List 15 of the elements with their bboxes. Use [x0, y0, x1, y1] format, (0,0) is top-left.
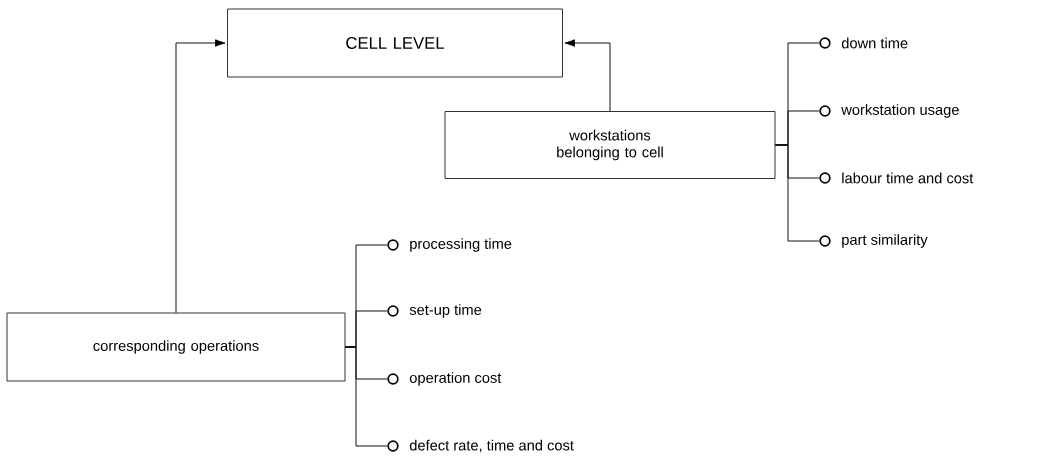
connector-line [774, 144, 820, 242]
bulleted-label: part similarity [819, 234, 928, 248]
process-box: workstations belonging to cell [444, 111, 776, 179]
process-box: CELL LEVEL [227, 8, 563, 78]
bulleted-label: workstation usage [819, 104, 959, 118]
arrow [175, 39, 226, 314]
bulleted-label: labour time and cost [819, 172, 974, 184]
process-box: corresponding operations [6, 312, 346, 382]
bulleted-label: set-up time [387, 304, 482, 318]
bulleted-label: operation cost [387, 372, 502, 386]
bulleted-label: down time [819, 37, 908, 49]
arrow [564, 39, 611, 112]
connector-line [344, 346, 388, 447]
bulleted-label: processing time [387, 238, 512, 252]
bulleted-label: defect rate, time and cost [387, 439, 574, 453]
